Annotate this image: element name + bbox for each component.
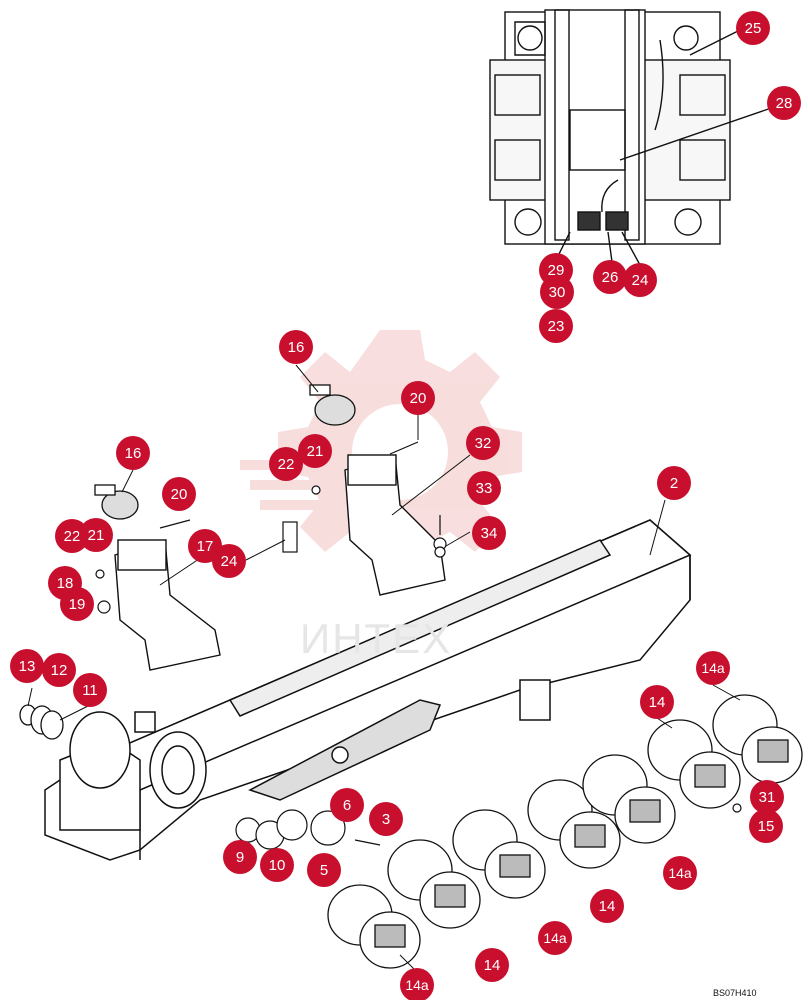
document-id: BS07H410: [713, 988, 757, 998]
callout-14: 14: [475, 948, 509, 982]
watermark-text: ИНТЕХ: [300, 615, 453, 662]
callout-34: 34: [472, 516, 506, 550]
callout-24: 24: [212, 544, 246, 578]
callout-14a: 14a: [663, 856, 697, 890]
callout-14: 14: [640, 685, 674, 719]
callout-3: 3: [369, 802, 403, 836]
callout-5: 5: [307, 853, 341, 887]
callout-28: 28: [767, 86, 801, 120]
callout-20: 20: [401, 381, 435, 415]
callout-14a: 14a: [538, 921, 572, 955]
callout-21: 21: [298, 434, 332, 468]
callout-10: 10: [260, 848, 294, 882]
callout-11: 11: [73, 673, 107, 707]
callout-32: 32: [466, 426, 500, 460]
callout-21: 21: [79, 518, 113, 552]
callout-31: 31: [750, 780, 784, 814]
idler-spring-parts: [19, 704, 64, 740]
callout-15: 15: [749, 809, 783, 843]
callout-23: 23: [539, 309, 573, 343]
track-rollers: [327, 694, 803, 969]
callout-16: 16: [279, 330, 313, 364]
callout-14: 14: [590, 889, 624, 923]
track-frame: [44, 519, 692, 861]
callout-9: 9: [223, 840, 257, 874]
callout-2: 2: [657, 466, 691, 500]
carrier-rollers: [94, 384, 356, 520]
callout-13: 13: [10, 649, 44, 683]
callout-22: 22: [269, 447, 303, 481]
callout-24: 24: [623, 263, 657, 297]
callout-14a: 14a: [400, 968, 434, 1000]
callout-33: 33: [467, 471, 501, 505]
carrier-roller-brackets: [114, 454, 446, 671]
callout-30: 30: [540, 275, 574, 309]
watermark-gear-logo: [240, 330, 522, 574]
inset-detail-view: [489, 9, 781, 266]
callout-20: 20: [162, 477, 196, 511]
callout-25: 25: [736, 11, 770, 45]
callout-6: 6: [330, 788, 364, 822]
fastener-parts: [95, 441, 742, 850]
callout-26: 26: [593, 260, 627, 294]
callout-14a: 14a: [696, 651, 730, 685]
callout-12: 12: [42, 653, 76, 687]
callout-19: 19: [60, 587, 94, 621]
callout-16: 16: [116, 436, 150, 470]
